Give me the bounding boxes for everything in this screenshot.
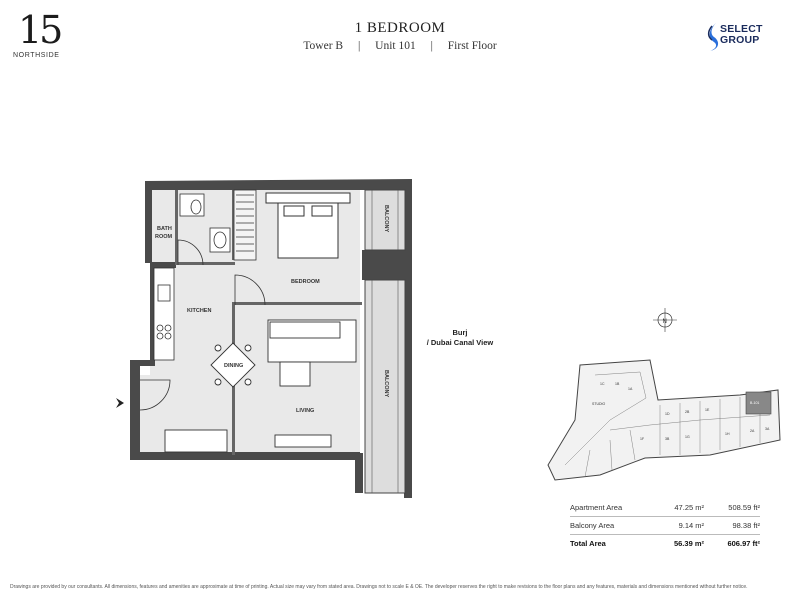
tower-label: Tower B <box>303 40 344 52</box>
dining-label: DINING <box>224 363 243 369</box>
keyplan-unit: 3A <box>765 427 770 431</box>
balcony-top <box>364 189 406 251</box>
area-table: Apartment Area 47.25 m² 508.59 ft² Balco… <box>570 499 760 552</box>
keyplan-unit: 1H <box>725 432 730 436</box>
keyplan-unit: 1E <box>705 408 710 412</box>
separator: | <box>357 40 361 52</box>
unit-label: Unit 101 <box>375 40 416 52</box>
total-row: Total Area 56.39 m² 606.97 ft² <box>570 539 760 548</box>
table-row: Apartment Area 47.25 m² 508.59 ft² <box>570 499 760 517</box>
separator: | <box>430 40 433 52</box>
page-title: 1 BEDROOM <box>354 20 446 36</box>
keyplan-unit: 2B <box>685 410 690 414</box>
keyplan-unit: 1D <box>665 412 670 416</box>
floor-label: First Floor <box>447 40 497 52</box>
logo-number: 15 <box>18 8 63 52</box>
compass-icon: N <box>653 308 677 332</box>
key-plan: N 1C 1B 1A STUDIO 1D 2B 1E 1F 3B 1G 1H 2… <box>547 308 781 481</box>
bathroom-label-2: ROOM <box>155 234 173 240</box>
table-row: Balcony Area 9.14 m² 98.38 ft² <box>570 517 760 535</box>
brand-line-1: SELECT <box>720 23 763 35</box>
keyplan-unit: 1F <box>640 437 644 441</box>
living-label: LIVING <box>296 408 314 414</box>
keyplan-unit: 1G <box>685 435 690 439</box>
view-label: Burj / Dubai Canal View <box>405 328 515 348</box>
bathroom-label-1: BATH <box>157 226 172 232</box>
dining-table <box>210 342 256 388</box>
balcony-side <box>364 279 406 494</box>
building-outline <box>547 359 781 481</box>
unit-details: Tower B | Unit 101 | First Floor <box>0 40 800 52</box>
keyplan-highlight-label: B-101 <box>750 401 759 405</box>
logo-name: NORTHSIDE <box>13 52 60 59</box>
sofa <box>164 319 357 453</box>
balcony-top-label: BALCONY <box>383 205 389 233</box>
entry-arrow-icon <box>116 398 124 408</box>
keyplan-unit: 1C <box>600 382 605 386</box>
unit-highlight <box>745 391 772 415</box>
keyplan-unit: 2A <box>750 429 755 433</box>
view-line-2: / Dubai Canal View <box>426 338 494 347</box>
bedroom-label: BEDROOM <box>291 279 320 285</box>
keyplan-unit: STUDIO <box>592 402 606 406</box>
keyplan-unit: 3B <box>665 437 670 441</box>
brand-logo-icon <box>707 23 719 51</box>
bed <box>265 192 351 259</box>
keyplan-unit: 1B <box>615 382 620 386</box>
keyplan-unit: 1A <box>628 387 633 391</box>
brand-name: SELECT GROUP <box>720 24 763 46</box>
compass-label: N <box>663 319 667 325</box>
balcony-side-label: BALCONY <box>383 370 389 398</box>
brand-line-2: GROUP <box>720 34 760 46</box>
view-line-1: Burj <box>452 328 468 337</box>
kitchen-label: KITCHEN <box>187 308 211 314</box>
walls <box>130 179 412 498</box>
disclaimer: Drawings are provided by our consultants… <box>10 584 748 590</box>
